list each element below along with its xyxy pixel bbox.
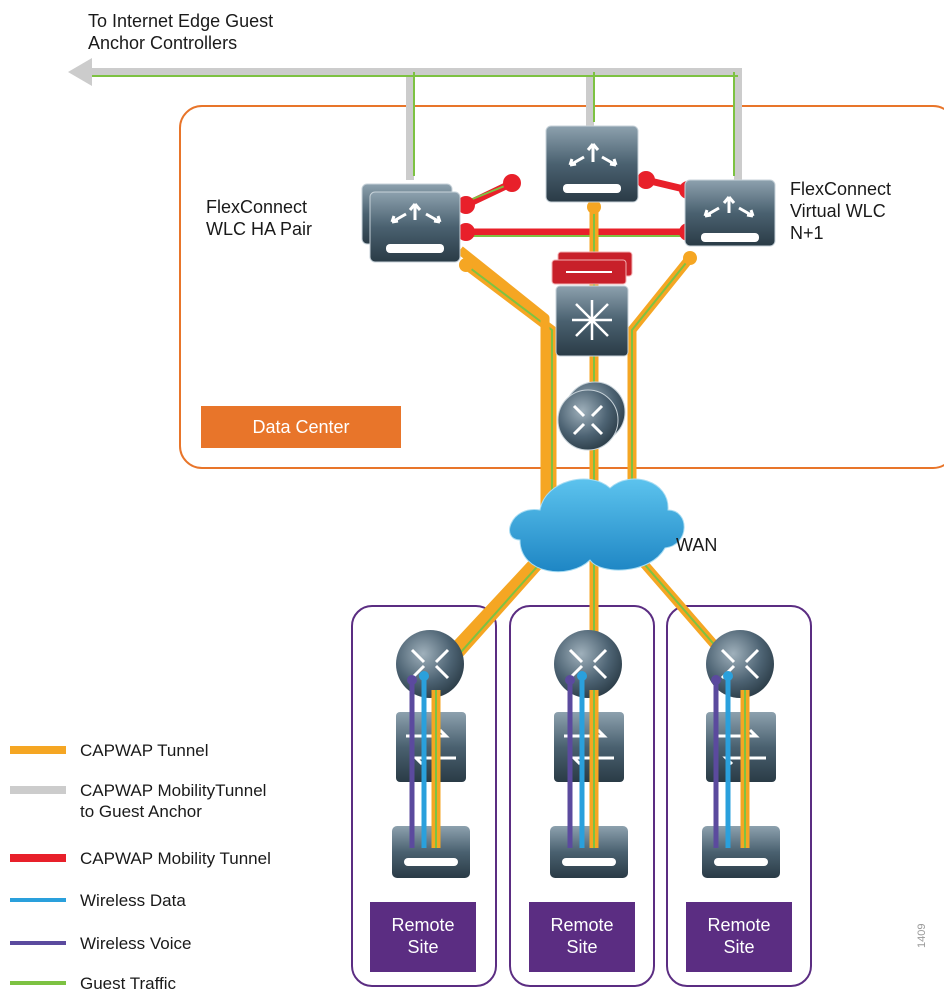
remote-site-badge-3 [686,902,792,972]
guest-anchor-tunnel [68,58,742,180]
legend-label-mobility-tunnel: CAPWAP Mobility Tunnel [80,849,271,868]
mobility-tunnels [457,171,697,241]
data-center-label: Data Center [252,417,350,437]
legend-label-wireless-data: Wireless Data [80,891,186,910]
remote-site-devices-3 [702,630,780,878]
core-switch [555,285,629,357]
remote-site-boundary-3 [666,605,812,987]
remote-site-boundary-1 [351,605,497,987]
firewall [551,251,633,285]
remote-site-devices-2 [550,630,628,878]
legend-label-guest-traffic: Guest Traffic [80,974,177,993]
remote-site-label-1: Remote Site [391,915,455,957]
internet-edge-label: To Internet Edge Guest Anchor Controller… [88,11,274,53]
legend-label-capwap-tunnel: CAPWAP Tunnel [80,741,209,760]
data-center-boundary [179,105,944,469]
dc-router [557,381,626,451]
legend-label-wireless-voice: Wireless Voice [80,934,192,953]
figure-id: 1409 [916,923,928,948]
remote-site-badge-2 [529,902,635,972]
remote-site-devices-1 [392,630,470,878]
remote-site-badge-1 [370,902,476,972]
capwap-tunnels-remote [431,690,750,848]
flexconnect-virtual-label: FlexConnect Virtual WLC N+1 [790,179,892,243]
legend-swatches [10,746,66,985]
remote-site-label-3: Remote Site [707,915,771,957]
legend-label-mobility-guest: CAPWAP MobilityTunnel to Guest Anchor [80,781,267,821]
wlc-ha-pair [361,183,461,263]
wlc-primary [545,125,639,203]
wan-cloud [509,478,685,573]
wan-label: WAN [676,535,718,555]
data-center-badge [201,406,401,448]
flexconnect-ha-label: FlexConnect WLC HA Pair [206,197,313,239]
wlc-virtual [684,179,776,247]
remote-site-boundary-2 [509,605,655,987]
remote-site-label-2: Remote Site [550,915,614,957]
